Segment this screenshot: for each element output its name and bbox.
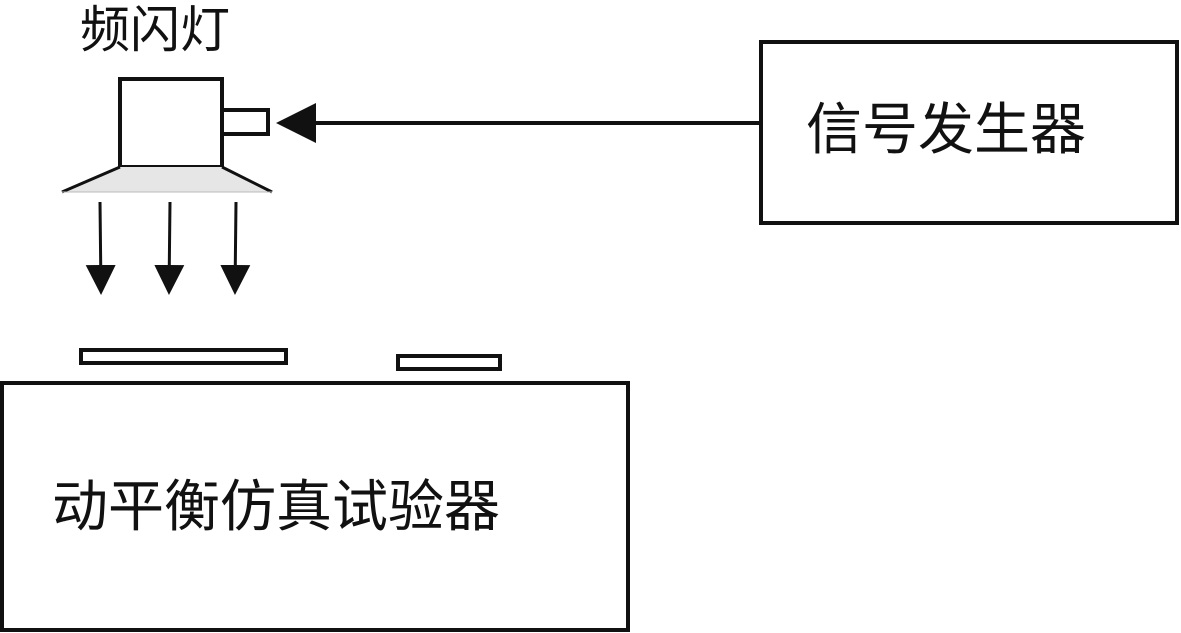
strobe-lamp-shade: [61, 165, 273, 194]
simulator-box: [0, 381, 630, 632]
light-arrow-middle: [154, 201, 185, 295]
strobe-light-label: 频闪灯: [80, 1, 230, 59]
rotor-bar-left: [79, 348, 288, 365]
signal-generator-box: [759, 40, 1179, 225]
strobe-light-body: [118, 77, 224, 169]
rotor-bar-right: [396, 354, 502, 371]
simulator-label: 动平衡仿真试验器: [52, 475, 500, 540]
light-arrow-left: [85, 201, 116, 295]
light-arrow-right: [220, 201, 251, 295]
signal-generator-label: 信号发生器: [806, 98, 1086, 163]
strobe-light-connector: [220, 108, 270, 136]
